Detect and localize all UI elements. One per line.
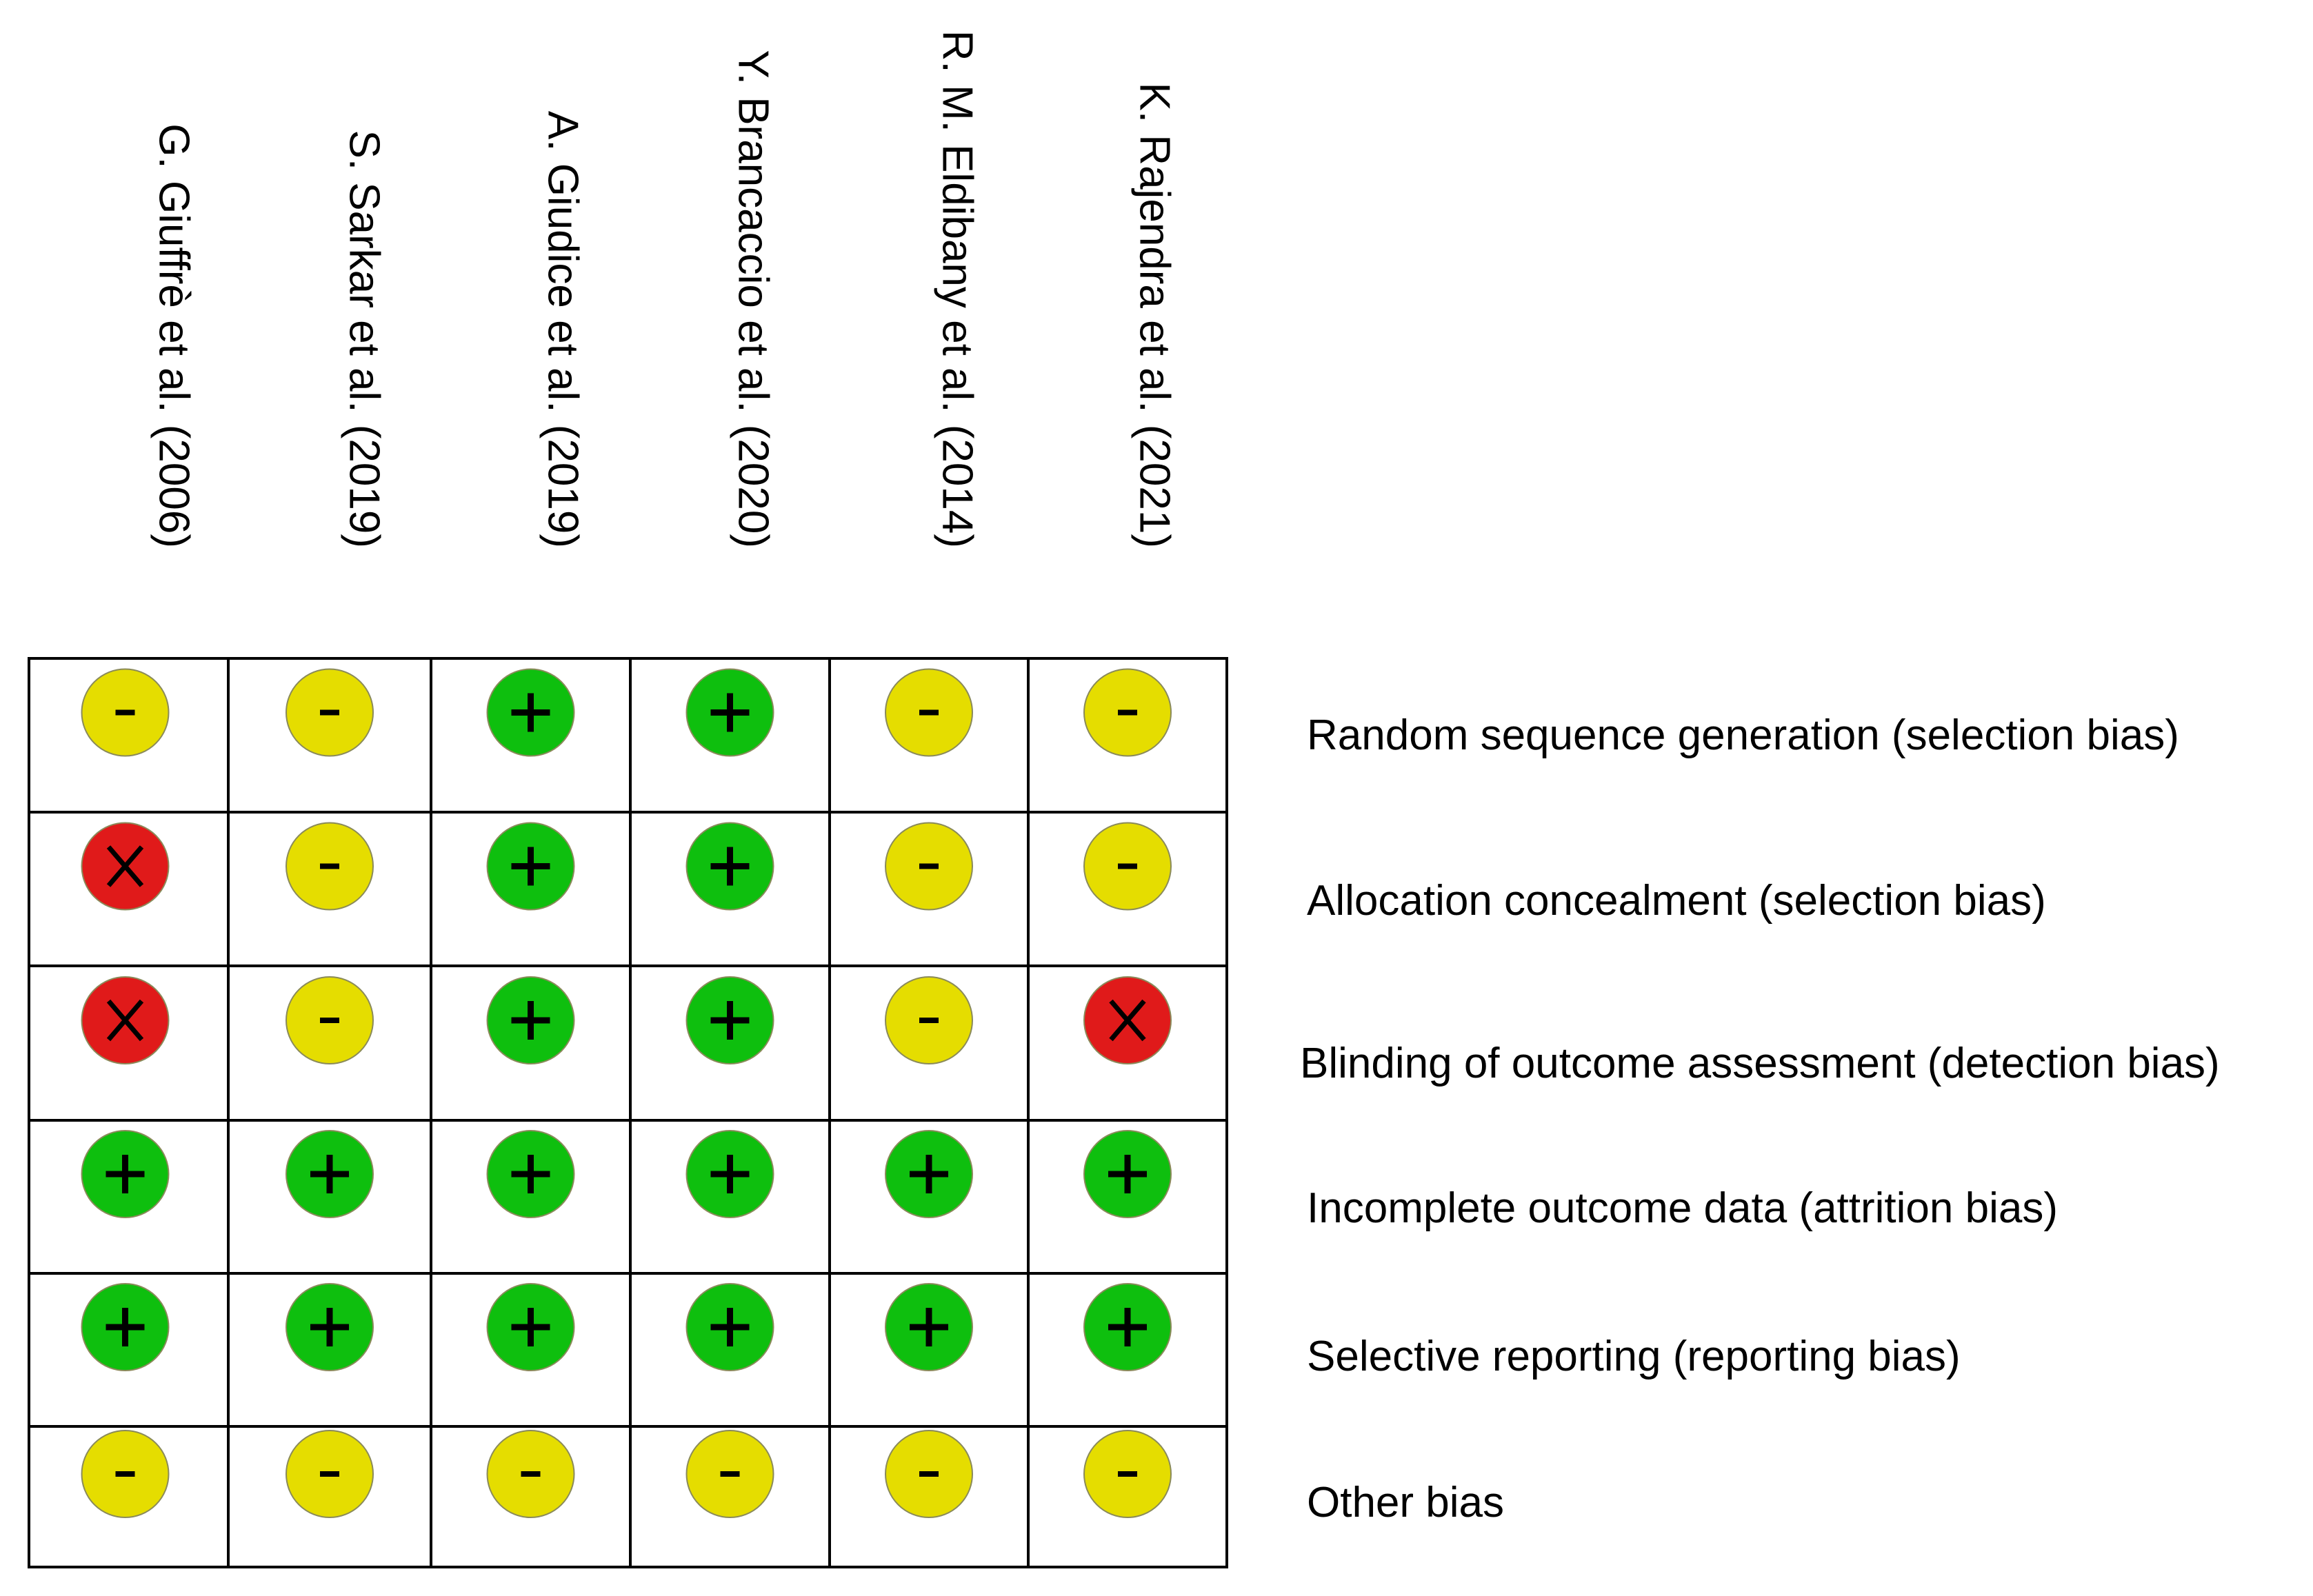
domain-label: Allocation concealment (selection bias) (1307, 877, 2046, 925)
judgement-unclear-icon (885, 1430, 973, 1518)
judgement-unclear-icon (486, 1430, 575, 1518)
grid-border (28, 657, 1228, 1568)
judgement-low-icon (486, 976, 575, 1064)
judgement-unclear-icon (1083, 668, 1172, 757)
domain-label: Random sequence generation (selection bi… (1307, 711, 2179, 759)
judgement-low-icon (486, 822, 575, 911)
x-stroke-b (1109, 999, 1146, 1042)
judgement-unclear-icon (286, 1430, 374, 1518)
study-label: A. Giudice et al. (2019) (539, 111, 587, 548)
study-label: S. Sarkar et al. (2019) (341, 130, 388, 549)
judgement-unclear-icon (286, 668, 374, 757)
judgement-unclear-icon (81, 1430, 170, 1518)
judgement-low-icon (885, 1283, 973, 1371)
judgement-unclear-icon (1083, 822, 1172, 911)
study-label: K. Rajendra et al. (2021) (1131, 83, 1179, 549)
judgement-low-icon (685, 1130, 774, 1218)
judgement-low-icon (685, 822, 774, 911)
judgement-low-icon (286, 1283, 374, 1371)
judgement-low-icon (81, 1283, 170, 1371)
x-stroke-b (106, 845, 144, 887)
judgement-high-icon (81, 976, 170, 1064)
judgement-low-icon (1083, 1130, 1172, 1218)
judgement-unclear-icon (885, 822, 973, 911)
judgement-cells (81, 668, 1172, 1518)
domain-label: Selective reporting (reporting bias) (1307, 1333, 1961, 1380)
judgement-unclear-icon (885, 976, 973, 1064)
domain-label: Incomplete outcome data (attrition bias) (1307, 1184, 2058, 1232)
domain-labels: Random sequence generation (selection bi… (1300, 711, 2220, 1526)
study-label: R. M. Eldibany et al. (2014) (934, 30, 981, 548)
judgement-low-icon (486, 668, 575, 757)
judgement-low-icon (486, 1130, 575, 1218)
judgement-unclear-icon (685, 1430, 774, 1518)
domain-label: Other bias (1307, 1479, 1504, 1526)
judgement-low-icon (1083, 1283, 1172, 1371)
judgement-unclear-icon (286, 822, 374, 911)
judgement-low-icon (685, 668, 774, 757)
judgement-unclear-icon (1083, 1430, 1172, 1518)
x-stroke-b (106, 999, 144, 1042)
study-label: G. Giuffrè et al. (2006) (150, 123, 198, 548)
judgement-unclear-icon (286, 976, 374, 1064)
judgement-low-icon (81, 1130, 170, 1218)
judgement-unclear-icon (885, 668, 973, 757)
study-label: Y. Brancaccio et al. (2020) (730, 50, 777, 548)
judgement-low-icon (685, 1283, 774, 1371)
study-labels: G. Giuffrè et al. (2006) S. Sarkar et al.… (150, 30, 1179, 548)
judgement-low-icon (885, 1130, 973, 1218)
judgement-low-icon (685, 976, 774, 1064)
judgement-high-icon (1083, 976, 1172, 1064)
domain-label: Blinding of outcome assessment (detectio… (1300, 1040, 2220, 1087)
judgement-grid (28, 657, 1228, 1568)
judgement-low-icon (286, 1130, 374, 1218)
judgement-low-icon (486, 1283, 575, 1371)
judgement-unclear-icon (81, 668, 170, 757)
judgement-high-icon (81, 822, 170, 911)
